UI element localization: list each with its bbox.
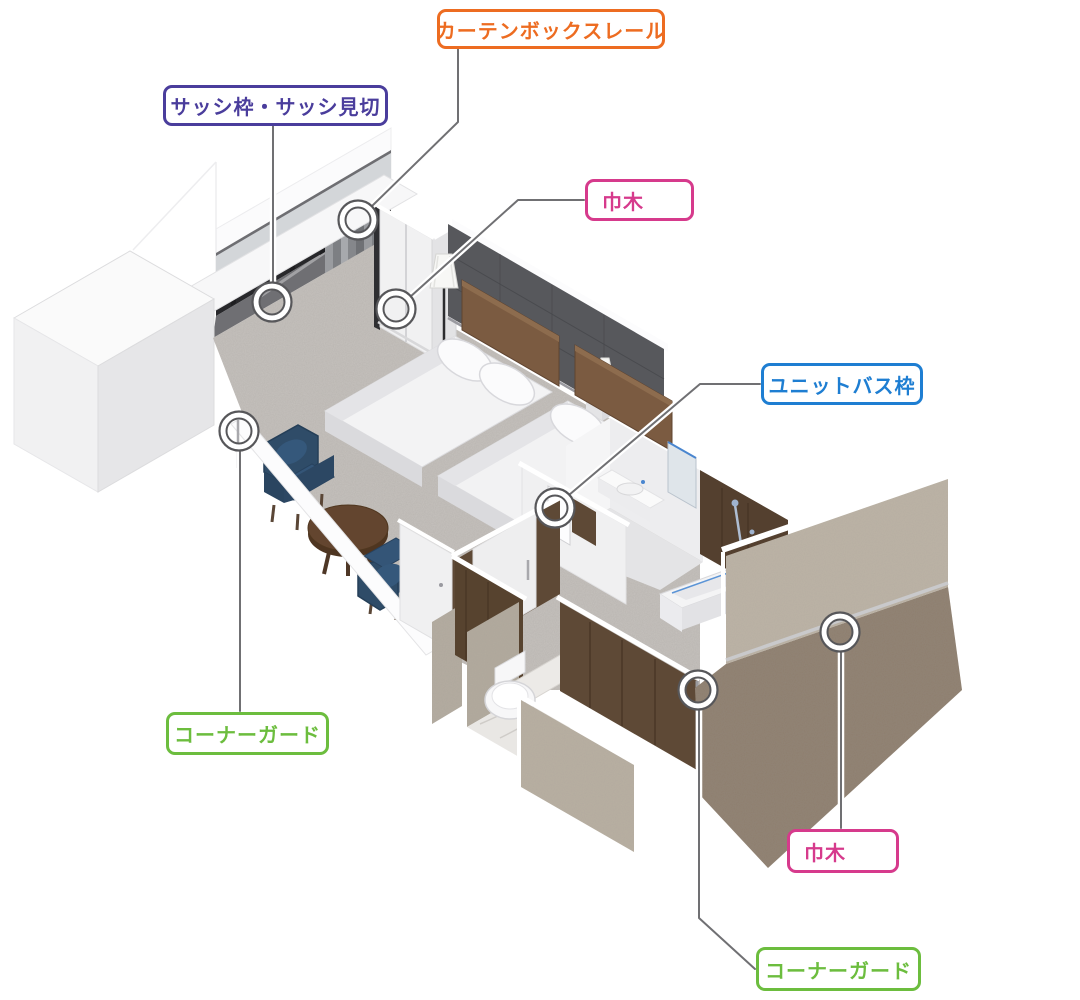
label-curtain-box-rail: カーテンボックスレール (436, 9, 665, 49)
shower-hose (733, 504, 743, 545)
label-habaki-top: 巾木 (585, 179, 694, 221)
bed-1 (323, 279, 560, 487)
corridor-wall (721, 468, 953, 664)
marker-corner-guard-bottom (677, 669, 719, 711)
marker-habaki-top (375, 288, 417, 330)
label-habaki-bottom: 巾木 (787, 829, 899, 873)
entry-floor (432, 604, 462, 724)
marker-sash-frame (251, 281, 293, 323)
label-corner-guard-left: コーナーガード (166, 712, 329, 755)
window-bay (12, 127, 419, 493)
habaki-baseboard-corridor (725, 581, 949, 662)
markers (218, 199, 861, 711)
marker-curtain-box-rail (337, 199, 379, 241)
leader-habaki-top (409, 199, 585, 298)
shower-head (731, 499, 739, 507)
leader-curtain-box-rail (370, 47, 459, 208)
toilet-east-wall (516, 692, 639, 852)
marker-unit-bath-frame (534, 487, 576, 529)
entry-toilet-block (450, 493, 702, 852)
corridor (695, 468, 962, 868)
label-sash-frame: サッシ枠・サッシ見切 (163, 85, 388, 126)
label-corner-guard-bottom: コーナーガード (756, 947, 921, 991)
leader-corner-guard-bottom (698, 709, 756, 970)
label-unit-bath-frame: ユニットバス枠 (761, 363, 923, 405)
marker-corner-guard-left (218, 410, 260, 452)
leader-unit-bath-frame (568, 383, 761, 496)
marker-habaki-bottom (819, 611, 861, 653)
bath-vanity (596, 469, 666, 522)
leader-lines (236, 44, 845, 973)
